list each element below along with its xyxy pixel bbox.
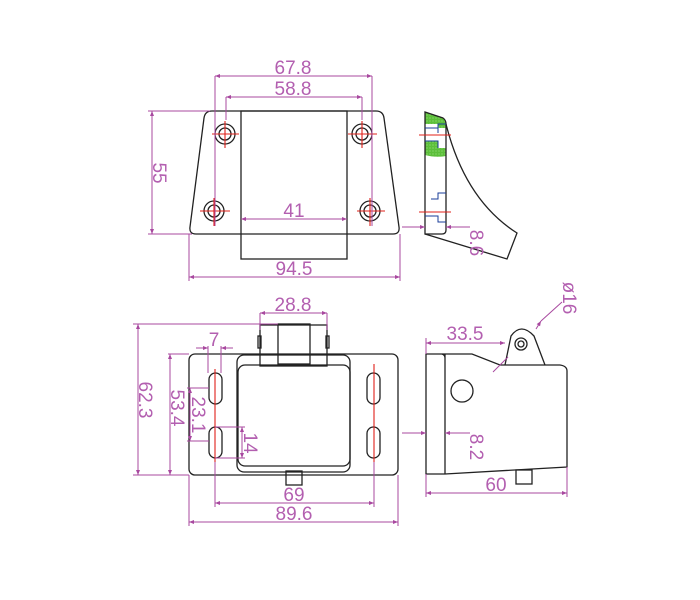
bracket [259, 324, 328, 367]
dim-41: 41 [283, 201, 304, 222]
dim-89-6: 89.6 [276, 504, 313, 525]
side-housing [425, 353, 568, 475]
dim-7: 7 [209, 330, 220, 351]
dim-69: 69 [283, 485, 304, 506]
bottom-view: 28.8 62.3 53.4 7 23.1 14 69 89.6 [133, 295, 399, 526]
dim-94-5: 94.5 [276, 259, 313, 280]
dim-60: 60 [485, 475, 506, 496]
mounting-plate-outline [189, 110, 400, 235]
dim-55: 55 [148, 162, 169, 183]
dim-62-3: 62.3 [134, 382, 155, 419]
dim-8-6: 8.6 [465, 230, 486, 256]
side-view-roller: 33.5 ø16 8.2 60 [402, 282, 579, 497]
side-view-section: 8.6 [402, 111, 518, 260]
dim-28-8: 28.8 [275, 295, 312, 316]
dim-58-8: 58.8 [275, 79, 312, 100]
side-hole [450, 379, 474, 403]
slots [208, 364, 381, 462]
mounting-holes [200, 121, 385, 226]
base-plate [188, 353, 399, 476]
roller-axle [514, 337, 528, 351]
dim-diameter-16: ø16 [558, 282, 579, 315]
section-outline [424, 111, 447, 235]
top-view: 67.8 58.8 55 41 94.5 [148, 58, 401, 281]
dim-33-5: 33.5 [447, 324, 484, 345]
dim-8-2: 8.2 [465, 434, 486, 460]
center-block [240, 110, 348, 260]
housing [236, 354, 351, 473]
dim-23-1: 23.1 [187, 397, 208, 434]
dim-67-8: 67.8 [275, 58, 312, 79]
roller [277, 323, 311, 365]
dim-14: 14 [239, 432, 260, 454]
dim-53-4: 53.4 [166, 390, 187, 427]
bottom-tab [285, 470, 303, 486]
